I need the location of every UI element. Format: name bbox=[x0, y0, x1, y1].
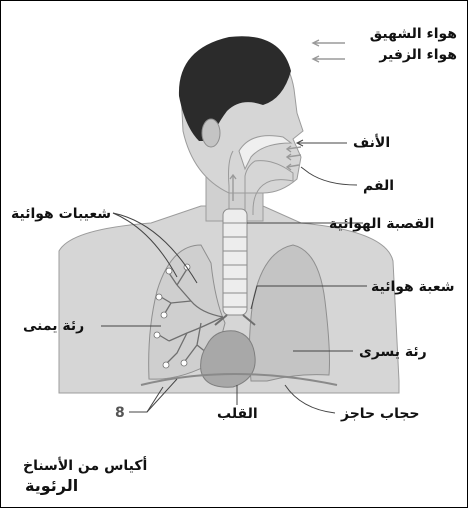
inhale-arrow-icon bbox=[313, 40, 345, 46]
trachea-rings bbox=[223, 209, 247, 315]
label-mouth: الفم bbox=[363, 177, 394, 195]
label-alveoli-line1: أكياس من الأسناخ bbox=[23, 457, 147, 475]
label-heart: القلب bbox=[217, 405, 258, 423]
label-trachea: القصبة الهوائية bbox=[329, 215, 434, 233]
label-alveoli-line2: الرئوية bbox=[25, 477, 78, 495]
label-bronchioles: شعيبات هوائية bbox=[11, 205, 111, 223]
legend-inhale-label: هواء الشهيق bbox=[370, 25, 457, 43]
label-diaphragm: حجاب حاجز bbox=[341, 405, 420, 423]
label-left-lung: رئة يسرى bbox=[359, 343, 427, 361]
label-right-lung: رئة يمنى bbox=[23, 317, 84, 335]
legend-arrows bbox=[313, 40, 345, 62]
ear bbox=[202, 119, 220, 147]
label-bronchus: شعبة هوائية bbox=[371, 278, 455, 296]
label-nose: الأنف bbox=[353, 134, 390, 152]
legend-exhale-label: هواء الزفير bbox=[379, 46, 457, 64]
exhale-arrow-icon bbox=[313, 56, 345, 62]
label-number-8: 8 bbox=[115, 404, 125, 422]
